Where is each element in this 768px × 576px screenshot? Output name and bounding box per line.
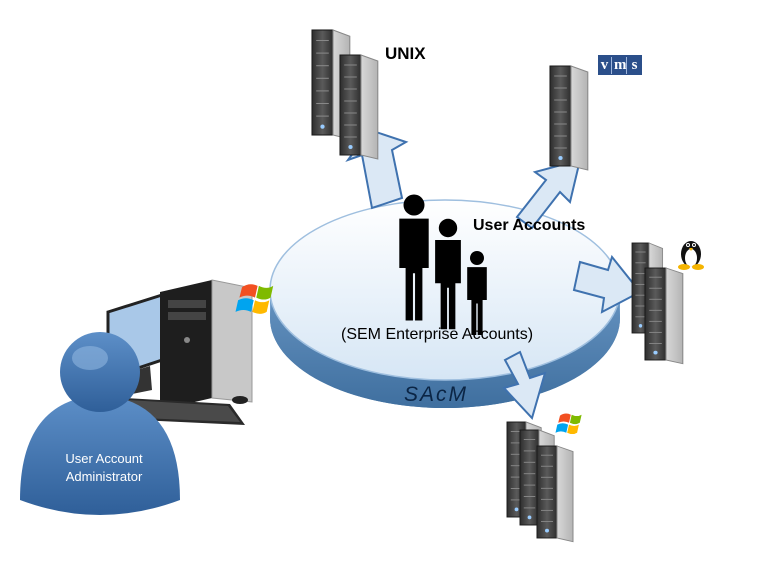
server-icon xyxy=(536,445,574,543)
person-icon xyxy=(20,332,180,515)
administrator-label-line1: User Account xyxy=(65,451,143,466)
administrator-label-line2: Administrator xyxy=(65,469,143,484)
arrow-to-vms xyxy=(515,158,582,230)
server-icon xyxy=(339,54,379,160)
vms-logo-letter: m xyxy=(614,56,628,74)
arrow-to-linux xyxy=(572,254,642,314)
unix-servers xyxy=(311,29,379,160)
windows-logo-icon xyxy=(555,413,582,435)
vms-server xyxy=(549,65,589,171)
unix-label: UNIX xyxy=(385,44,426,63)
sacm-label: SAcM xyxy=(404,383,469,406)
server-icon xyxy=(644,267,684,365)
arrow-to-windows-servers xyxy=(502,350,547,420)
sem-enterprise-accounts-label: (SEM Enterprise Accounts) xyxy=(341,326,534,343)
vms-logo-letter: s xyxy=(631,56,639,73)
server-icon xyxy=(549,65,589,171)
administrator-label: User Account Administrator xyxy=(44,450,164,486)
windows-servers xyxy=(506,421,574,543)
user-accounts-label: User Accounts xyxy=(473,217,586,234)
linux-penguin-icon xyxy=(678,241,704,270)
linux-servers xyxy=(631,242,684,365)
vms-logo-letter: v xyxy=(599,56,612,74)
